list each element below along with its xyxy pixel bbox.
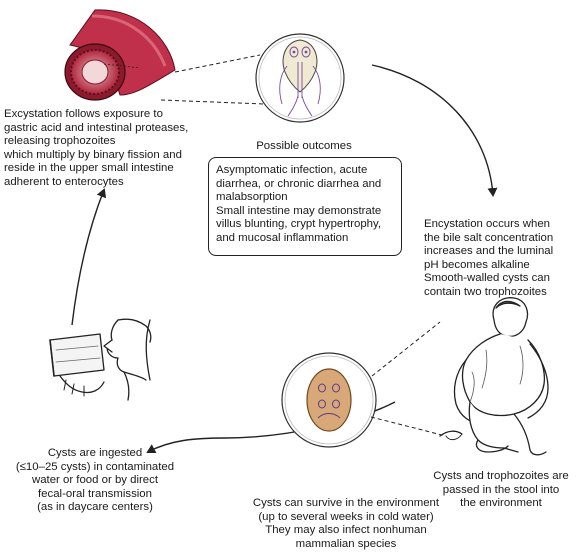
- ingested-label: Cysts are ingested (≤10–25 cysts) in con…: [15, 447, 175, 514]
- outcomes-box: [208, 157, 402, 256]
- arrow-to-encystation: [371, 64, 498, 197]
- arrow-to-excystation: [71, 188, 107, 326]
- trophozoite-illustration: [255, 33, 345, 123]
- encystation-label: Encystation occurs when the bile salt co…: [424, 218, 554, 298]
- intestine-illustration: [64, 9, 176, 101]
- connector-intestine: [174, 54, 261, 73]
- passed-label: Cysts and trophozoites are passed in the…: [433, 470, 569, 510]
- outcomes-box-text: Asymptomatic infection, acute diarrhea, …: [216, 164, 382, 244]
- survive-label: Cysts can survive in the environment (up…: [252, 497, 440, 550]
- drinking-person-illustration: [49, 318, 152, 401]
- squatting-child-illustration: [439, 297, 549, 456]
- cyst-illustration: [281, 352, 377, 448]
- excystation-label: Excystation follows exposure to gastric …: [4, 108, 189, 188]
- possible-outcomes-title: Possible outcomes: [256, 140, 352, 152]
- connector-cyst-lower: [370, 416, 447, 437]
- connector-cyst-upper: [371, 321, 441, 377]
- connector-intestine-lower: [160, 99, 265, 105]
